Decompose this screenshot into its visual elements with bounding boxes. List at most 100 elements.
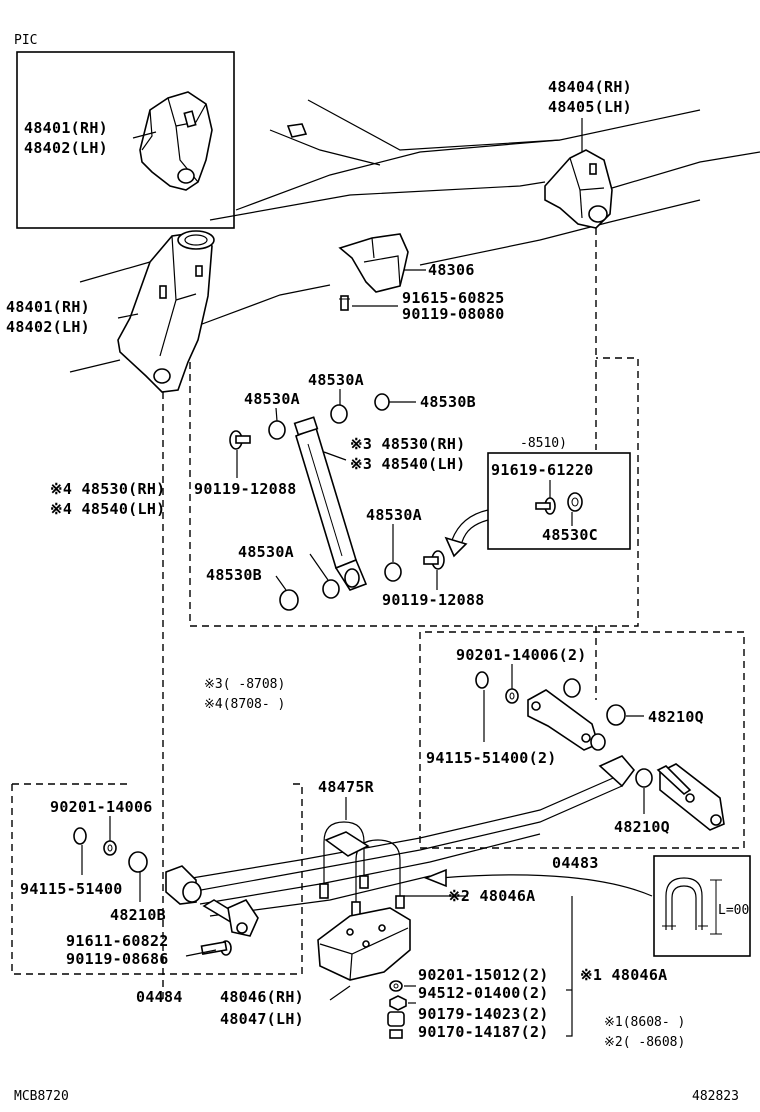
shackle-plate-upper [527, 689, 599, 751]
ubolt-r-label: 48475R [318, 778, 375, 796]
inset-bracket-label-rh: 48401(RH) [24, 119, 108, 137]
detail-arrow-head [444, 536, 468, 558]
front-bolt-label-1: 91611-60822 [66, 932, 169, 950]
seat-label-lh: 48047(LH) [220, 1010, 304, 1028]
front-bushing [128, 851, 148, 873]
shackle-bolt-label: 90201-14006(2) [456, 646, 587, 664]
ubolt-dim-label: L=00 [718, 903, 749, 918]
shock-a-mid-label: 48530A [366, 506, 422, 524]
detail-bushing-c [567, 492, 583, 512]
shock-a-left-leader [275, 407, 278, 422]
ubolt-detail-drawing [662, 877, 722, 935]
stopper-bolt-label-1: 91615-60825 [402, 289, 505, 307]
front-pin-group-label: 04484 [136, 988, 183, 1006]
bump-stopper [338, 233, 409, 311]
fastener-2-label: 94512-01400(2) [418, 984, 549, 1002]
ubolt-a1-label: ※1 48046A [580, 966, 668, 984]
fastener-nut [389, 995, 407, 1011]
rear-hanger-bracket [544, 149, 613, 229]
leaf-spring [165, 755, 636, 917]
shock-b-low-leader [275, 575, 287, 591]
seat-leader [329, 985, 351, 1001]
shackle-nut [475, 671, 489, 689]
shackle-bushing-1 [563, 678, 581, 698]
front-nut [73, 827, 87, 845]
shock-a-top-label: 48530A [308, 371, 364, 389]
ubolt-detail-arrowhead [423, 868, 447, 888]
shock-bushing-b-low [279, 589, 299, 611]
fastener-4-label: 90170-14187(2) [418, 1023, 549, 1041]
front-pin-group-box [11, 783, 303, 975]
inset-leader [132, 131, 157, 139]
detail-c-label: 48530C [542, 526, 598, 544]
detail-arrow-b [461, 519, 489, 543]
shock-bushing-a-left [268, 420, 286, 440]
shock-rh-label: ※3 48530(RH) [350, 435, 466, 453]
shock-absorber [293, 416, 368, 591]
inset-frame [16, 51, 235, 229]
vehicle-frame [69, 99, 760, 373]
front-bolt-leader [185, 949, 217, 957]
shock-lh-label: ※3 48540(LH) [350, 455, 466, 473]
note-4: ※4(8708- ) [204, 697, 285, 712]
front-bolt [200, 940, 232, 956]
shock-a-left-label: 48530A [244, 390, 300, 408]
stopper-bolt-label-2: 90119-08080 [402, 305, 505, 323]
shock-bushing-a-mid [384, 562, 402, 582]
rear-bracket-label-lh: 48405(LH) [548, 98, 632, 116]
shock-bushing-a-low [322, 579, 340, 599]
front-spring-pin [202, 898, 259, 937]
shackle-nut-label: 94115-51400(2) [426, 749, 557, 767]
spring-seat [317, 907, 411, 981]
detail-arrow-a [451, 509, 489, 541]
front-washer-label: 90201-14006 [50, 798, 153, 816]
shackle-bush-top-label: 48210Q [648, 708, 704, 726]
shock-group-box [189, 357, 639, 627]
shock-leader [323, 451, 347, 461]
shackle-bushing-4 [635, 768, 653, 788]
shackle-pin [656, 765, 692, 796]
shock-bushing-b-top [374, 393, 390, 411]
front-bushing-label: 48210B [110, 906, 166, 924]
shock-bolt-upper-label: 90119-12088 [194, 480, 297, 498]
pic-label: PIC [14, 33, 37, 48]
note-1: ※1(8608- ) [604, 1015, 685, 1030]
shock-detail-frame [487, 452, 631, 550]
fastener-3-label: 90179-14023(2) [418, 1005, 549, 1023]
shock-a-low-label: 48530A [238, 543, 294, 561]
shock-bushing-a-top [330, 404, 348, 424]
detail-bolt [535, 497, 556, 515]
catalog-code: MCB8720 [14, 1089, 69, 1104]
front-bracket-label-lh: 48402(LH) [6, 318, 90, 336]
shock-date-label: -8510) [520, 436, 567, 451]
inset-bracket-label-lh: 48402(LH) [24, 139, 108, 157]
ubolt-a2-label: ※2 48046A [448, 887, 536, 905]
shock-a-low-leader [309, 553, 329, 581]
front-hanger-bracket [117, 230, 215, 393]
shock-bolt-lower-label: 90119-12088 [382, 591, 485, 609]
shackle-bushing-3 [590, 733, 606, 751]
shock-b-top-label: 48530B [420, 393, 476, 411]
figure-number: 482823 [692, 1089, 739, 1104]
fastener-1-label: 90201-15012(2) [418, 966, 549, 984]
note-3: ※3( -8708) [204, 677, 285, 692]
note-2: ※2( -8608) [604, 1035, 685, 1050]
bump-stopper-label: 48306 [428, 261, 475, 279]
u-bolt-assembly [319, 821, 405, 917]
front-bolt-label-2: 90119-08686 [66, 950, 169, 968]
front-washer [103, 840, 117, 856]
shackle-group-box [419, 631, 745, 849]
fastener-bracket-line [566, 896, 573, 1037]
ubolt-detail-frame [653, 855, 751, 957]
shock-b-low-label: 48530B [206, 566, 262, 584]
rear-bracket-label-rh: 48404(RH) [548, 78, 632, 96]
shock-bolt-lower [423, 550, 445, 570]
front-bracket-leader [117, 313, 139, 319]
shackle-washer [505, 688, 519, 704]
fastener-washer [389, 980, 403, 992]
fastener-cap-nut [387, 1011, 405, 1027]
shackle-group-label: 04483 [552, 854, 599, 872]
detail-bolt-label: 91619-61220 [491, 461, 594, 479]
front-nut-label: 94115-51400 [20, 880, 123, 898]
